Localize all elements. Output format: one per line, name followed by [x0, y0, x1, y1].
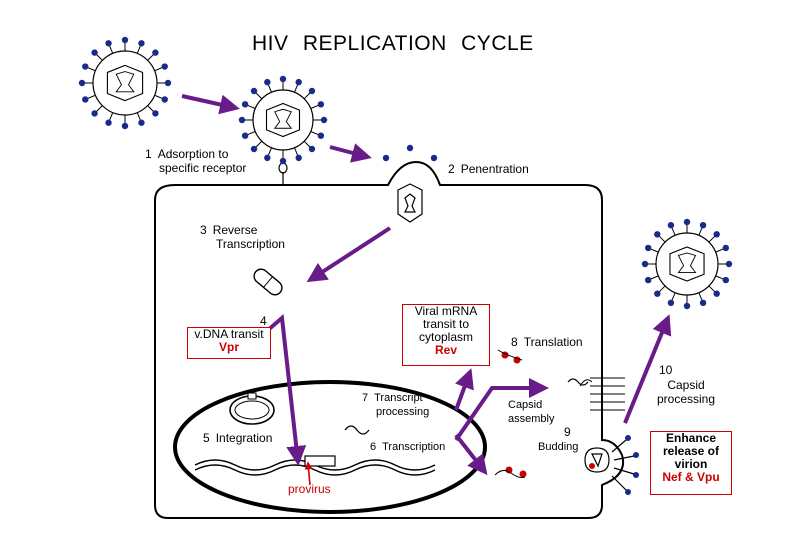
cytoplasm-mrna: [567, 378, 589, 386]
vdna-transit-box: v.DNA transit Vpr: [187, 327, 271, 359]
step-10-number: 10: [659, 363, 673, 377]
virion-adsorbing: [238, 75, 328, 165]
purple-arrows: [181, 94, 672, 476]
capsid-assembly-label: Capsid assembly: [508, 399, 555, 425]
receptor: [278, 162, 288, 185]
budding-label: Budding: [538, 441, 579, 453]
diagram-title: HIV REPLICATION CYCLE: [252, 32, 534, 55]
polysome: [579, 377, 625, 411]
virion-mature: [641, 218, 733, 310]
penetrating-core: [397, 183, 423, 223]
step-9-number: 9: [564, 425, 571, 439]
viral-mrna-box: Viral mRNA transit to cytoplasm Rev: [402, 304, 490, 366]
enhance-release-box: Enhance release of virion Nef & Vpu: [650, 431, 732, 495]
nucleus: [173, 380, 487, 514]
provirus-arrow: [304, 461, 313, 486]
step-4-number: 4: [260, 314, 267, 328]
capsid-processing-label: Capsid processing: [657, 378, 716, 406]
transcript-squiggle: [344, 425, 370, 435]
cell-membrane: [154, 160, 624, 519]
provirus-label: provirus: [288, 482, 331, 496]
budding-virion: [584, 435, 639, 495]
provirus-segment: [304, 455, 336, 467]
virion-free: [78, 36, 172, 130]
red-rna-blobs: [501, 351, 595, 478]
rt-capsule: [253, 268, 283, 296]
circular-dna: [229, 395, 275, 425]
